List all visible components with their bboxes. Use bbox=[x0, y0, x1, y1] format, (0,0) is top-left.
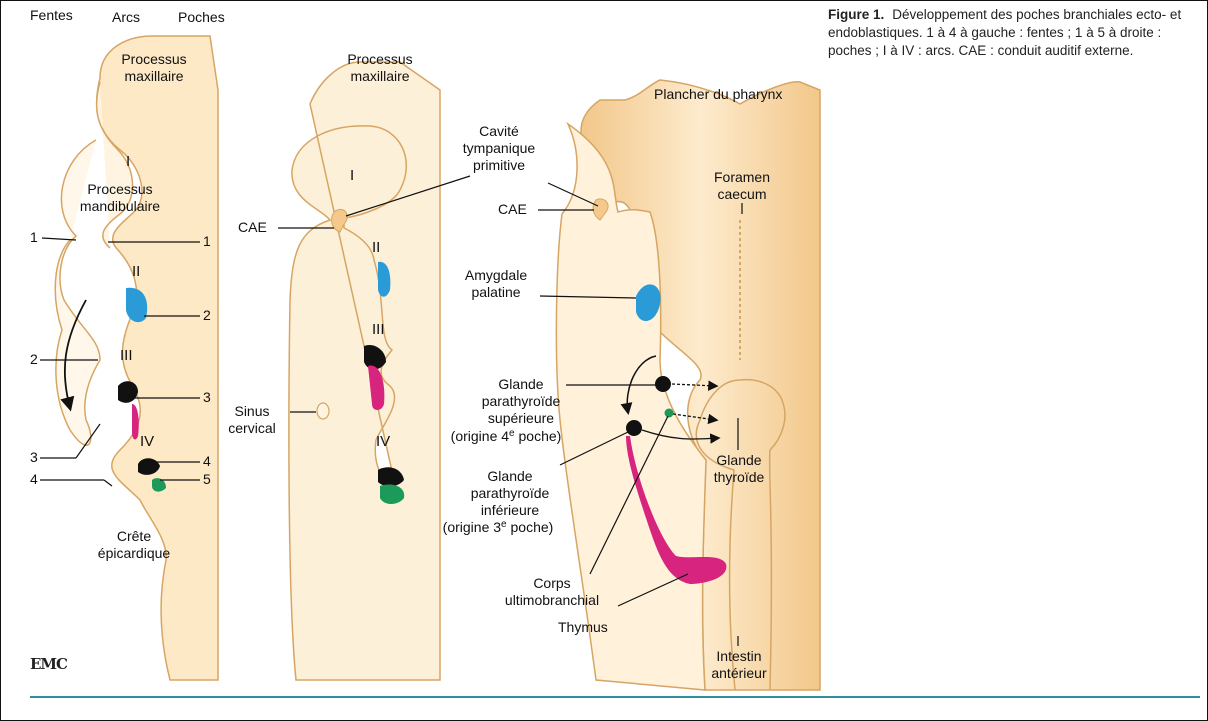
p2-maxillaire-2: maxillaire bbox=[350, 68, 409, 84]
publisher-logo: EMC bbox=[30, 655, 67, 673]
p3-ginf-3: inférieure bbox=[481, 502, 540, 518]
p1-crete-1: Crête bbox=[117, 528, 151, 544]
p2-arc-IV: IV bbox=[376, 433, 390, 450]
panel1-thymus-bud bbox=[132, 404, 139, 439]
p2-maxillaire-1: Processus bbox=[347, 51, 412, 67]
p2-arc-III: III bbox=[372, 321, 385, 338]
p3-cae: CAE bbox=[498, 201, 527, 217]
p1-fente-2: 2 bbox=[30, 351, 38, 367]
p1-poche-1: 1 bbox=[203, 233, 211, 249]
caption-title: Figure 1. bbox=[828, 7, 884, 22]
panel-2 bbox=[289, 62, 440, 680]
p3-cavite-2: tympanique bbox=[463, 140, 536, 156]
p3-amygdale-2: palatine bbox=[471, 284, 520, 300]
p2-sinus-1: Sinus bbox=[234, 403, 269, 419]
panel1-body bbox=[97, 36, 218, 680]
p1-poche-2: 2 bbox=[203, 307, 211, 323]
p1-poche-4: 4 bbox=[203, 453, 211, 469]
p1-arc-II: II bbox=[132, 263, 140, 280]
p3-thyroide-2: thyroïde bbox=[714, 469, 765, 485]
p2-cae: CAE bbox=[238, 219, 267, 235]
p3-ginf-1: Glande bbox=[487, 468, 532, 484]
header-arcs: Arcs bbox=[112, 9, 140, 25]
p1-crete-2: épicardique bbox=[98, 545, 171, 561]
p2-arc-II: II bbox=[372, 239, 380, 256]
p1-arc-IV: IV bbox=[140, 433, 154, 450]
bottom-rule bbox=[30, 696, 1200, 698]
p1-arc-III: III bbox=[120, 347, 133, 364]
panel1-pouch-3 bbox=[118, 381, 138, 403]
p3-ginf-2: parathyroïde bbox=[471, 485, 550, 501]
p1-poche-3: 3 bbox=[203, 389, 211, 405]
p1-fente-1: 1 bbox=[30, 229, 38, 245]
p3-corps-2: ultimobranchial bbox=[505, 592, 599, 608]
p3-plancher: Plancher du pharynx bbox=[654, 86, 782, 102]
p1-arc-I: I bbox=[126, 153, 130, 170]
header-fentes: Fentes bbox=[30, 7, 73, 23]
p2-sinus-2: cervical bbox=[228, 420, 275, 436]
p3-foramen-2: caecum bbox=[717, 186, 766, 202]
p3-thyroide-1: Glande bbox=[716, 452, 761, 468]
p3-gsup-1: Glande bbox=[498, 376, 543, 392]
p3-corps-1: Corps bbox=[533, 575, 570, 591]
p3-intestin-2: antérieur bbox=[711, 665, 767, 681]
p3-gsup-4: (origine 4e poche) bbox=[451, 428, 562, 444]
p3-ginf-4: (origine 3e poche) bbox=[443, 519, 554, 535]
panel3-parathyroid-inf bbox=[626, 420, 642, 436]
p3-gsup-3: supérieure bbox=[488, 410, 554, 426]
p3-cavite-1: Cavité bbox=[479, 123, 519, 139]
p3-gsup-2: parathyroïde bbox=[482, 393, 561, 409]
p1-maxillaire-2: maxillaire bbox=[124, 68, 183, 84]
p3-intestin-1: Intestin bbox=[716, 648, 761, 664]
p3-cavite-3: primitive bbox=[473, 157, 525, 173]
p1-fente-4: 4 bbox=[30, 471, 38, 487]
panel2-body bbox=[289, 62, 440, 680]
panel2-sinus-cervical bbox=[317, 403, 329, 419]
p3-amygdale-1: Amygdale bbox=[465, 267, 527, 283]
p1-maxillaire-1: Processus bbox=[121, 51, 186, 67]
panel3-parathyroid-sup bbox=[655, 376, 671, 392]
p3-thymus: Thymus bbox=[558, 619, 608, 635]
panel3-ultimobranchial bbox=[665, 409, 674, 418]
p3-foramen-1: Foramen bbox=[714, 169, 770, 185]
p1-mandibulaire-1: Processus bbox=[87, 181, 152, 197]
p1-fente-3: 3 bbox=[30, 449, 38, 465]
header-poches: Poches bbox=[178, 9, 225, 25]
figure-caption: Figure 1.Développement des poches branch… bbox=[828, 6, 1206, 60]
p2-arc-I: I bbox=[350, 167, 354, 184]
panel-1 bbox=[55, 36, 218, 680]
p1-poche-5: 5 bbox=[203, 471, 211, 487]
p1-mandibulaire-2: mandibulaire bbox=[80, 198, 160, 214]
